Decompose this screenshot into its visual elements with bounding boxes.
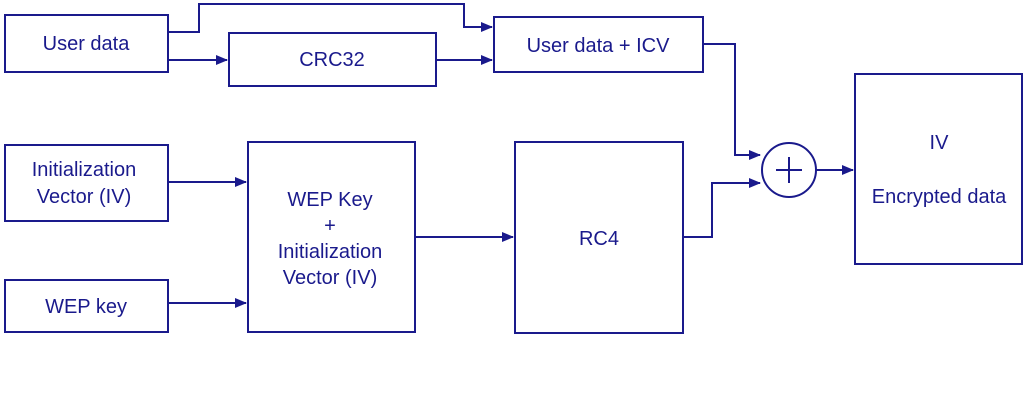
wep-key-iv-label-line2: + [324, 215, 336, 237]
crc32-box: CRC32 [228, 32, 437, 87]
xor-plus-icon [761, 142, 817, 198]
rc4-box: RC4 [514, 141, 684, 334]
output-box: IV Encrypted data [854, 73, 1023, 265]
output-encrypted-label: Encrypted data [872, 186, 1007, 208]
initialization-vector-box: Initialization Vector (IV) [4, 144, 169, 222]
rc4-label: RC4 [579, 228, 619, 250]
initialization-vector-label-line1: Initialization [32, 159, 137, 181]
initialization-vector-label-line2: Vector (IV) [37, 186, 131, 208]
crc32-label: CRC32 [299, 49, 365, 71]
wep-key-input-box: WEP key [4, 279, 169, 333]
wep-key-iv-label-line3: Initialization [278, 241, 383, 263]
arrow-user-data-to-user-data-icv [168, 3, 493, 33]
user-data-icv-label: User data + ICV [527, 35, 671, 57]
user-data-label: User data [43, 33, 131, 55]
user-data-box: User data [4, 14, 169, 73]
user-data-icv-box: User data + ICV [493, 16, 704, 73]
arrow-rc4-to-xor [683, 178, 761, 238]
arrow-user-data-icv-to-xor [703, 43, 761, 160]
wep-key-iv-label-line1: WEP Key [287, 189, 372, 211]
wep-key-input-label: WEP key [45, 296, 127, 318]
output-iv-label: IV [930, 132, 950, 154]
wep-key-iv-label-line4: Vector (IV) [283, 267, 377, 289]
wep-key-iv-box: WEP Key + Initialization Vector (IV) [247, 141, 416, 333]
